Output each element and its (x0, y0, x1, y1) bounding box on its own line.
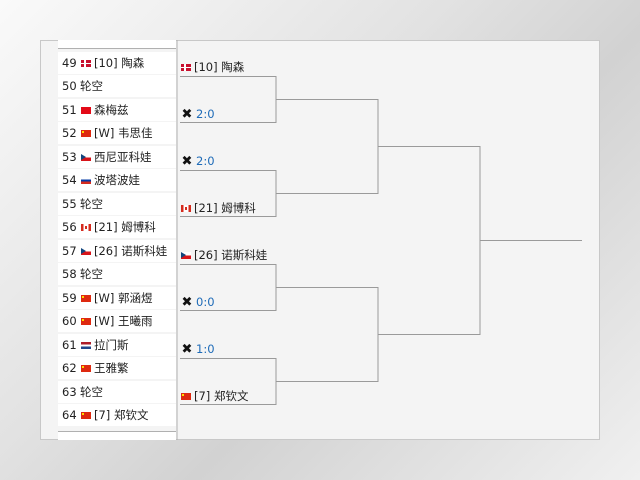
match-score: 2:0 (196, 154, 215, 168)
draw-entry[interactable]: 56 [21] 姆博科 (58, 216, 176, 238)
round2-slot[interactable]: [10] 陶森 (180, 58, 244, 76)
draw-entry[interactable]: 61 拉门斯 (58, 334, 176, 356)
draw-entry[interactable]: 50 轮空 (58, 75, 176, 97)
player-name: 拉门斯 (94, 338, 129, 352)
draw-number: 54 (62, 173, 77, 187)
draw-entry[interactable]: 54 波塔波娃 (58, 169, 176, 191)
player-name: 轮空 (80, 197, 103, 211)
draw-number: 57 (62, 244, 77, 258)
draw-entry[interactable]: 58 轮空 (58, 263, 176, 285)
denmark-flag-icon (81, 59, 91, 67)
draw-number: 52 (62, 126, 77, 140)
draw-entry[interactable]: 55 轮空 (58, 193, 176, 215)
player-name: [10] 陶森 (94, 56, 145, 70)
player-name: [26] 诺斯科娃 (94, 244, 168, 258)
draw-entry[interactable]: 57 [26] 诺斯科娃 (58, 240, 176, 262)
player-name: 轮空 (80, 79, 103, 93)
match-score: 1:0 (196, 342, 215, 356)
match-score: 0:0 (196, 295, 215, 309)
player-name: [26] 诺斯科娃 (194, 248, 268, 262)
bracket-lines (58, 40, 582, 440)
turkey-flag-icon (81, 106, 91, 114)
canada-flag-icon (81, 223, 91, 231)
draw-number: 64 (62, 408, 77, 422)
player-name: 王雅繁 (94, 361, 129, 375)
draw-entry[interactable]: 63 轮空 (58, 381, 176, 403)
player-name: 西尼亚科娃 (94, 150, 152, 164)
round2-slot[interactable]: ✖ 0:0 (180, 293, 215, 311)
player-name: 波塔波娃 (94, 173, 140, 187)
draw-entry[interactable]: 52 [W] 韦思佳 (58, 122, 176, 144)
x-icon: ✖ (181, 153, 193, 169)
czech-flag-icon (81, 153, 91, 161)
draw-number: 53 (62, 150, 77, 164)
czech-flag-icon (81, 247, 91, 255)
china-flag-icon (81, 317, 91, 325)
player-name: [10] 陶森 (194, 60, 245, 74)
round2-slot[interactable]: ✖ 1:0 (180, 340, 215, 358)
round2-slot[interactable]: [21] 姆博科 (180, 199, 256, 217)
draw-number: 50 (62, 79, 77, 93)
player-name: 轮空 (80, 267, 103, 281)
player-name: [W] 王曦雨 (94, 314, 153, 328)
czech-flag-icon (181, 251, 191, 259)
player-name: [7] 郑钦文 (94, 408, 149, 422)
player-name: [21] 姆博科 (194, 201, 256, 215)
draw-entry[interactable]: 64 [7] 郑钦文 (58, 404, 176, 426)
canada-flag-icon (181, 204, 191, 212)
draw-entry[interactable]: 62 王雅繁 (58, 357, 176, 379)
round2-slot[interactable]: ✖ 2:0 (180, 152, 215, 170)
draw-entry[interactable]: 59 [W] 郭涵煜 (58, 287, 176, 309)
draw-number: 60 (62, 314, 77, 328)
match-score: 2:0 (196, 107, 215, 121)
round2-slot[interactable]: ✖ 2:0 (180, 105, 215, 123)
draw-number: 62 (62, 361, 77, 375)
player-name: [21] 姆博科 (94, 220, 156, 234)
netherlands-flag-icon (81, 341, 91, 349)
draw-entry[interactable]: 60 [W] 王曦雨 (58, 310, 176, 332)
draw-number: 59 (62, 291, 77, 305)
player-name: [W] 郭涵煜 (94, 291, 153, 305)
draw-entry[interactable]: 53 西尼亚科娃 (58, 146, 176, 168)
player-name: [7] 郑钦文 (194, 389, 249, 403)
round2-slot[interactable]: [26] 诺斯科娃 (180, 246, 267, 264)
round2-slot[interactable]: [7] 郑钦文 (180, 387, 248, 405)
player-name: [W] 韦思佳 (94, 126, 153, 140)
draw-number: 61 (62, 338, 77, 352)
draw-number: 56 (62, 220, 77, 234)
draw-number: 58 (62, 267, 77, 281)
draw-number: 51 (62, 103, 77, 117)
player-name: 森梅兹 (94, 103, 129, 117)
china-flag-icon (81, 294, 91, 302)
china-flag-icon (81, 364, 91, 372)
x-icon: ✖ (181, 106, 193, 122)
china-flag-icon (81, 411, 91, 419)
player-name: 轮空 (80, 385, 103, 399)
x-icon: ✖ (181, 341, 193, 357)
russia-flag-icon (81, 176, 91, 184)
draw-number: 63 (62, 385, 77, 399)
draw-number: 55 (62, 197, 77, 211)
draw-entry[interactable]: 51 森梅兹 (58, 99, 176, 121)
china-flag-icon (81, 129, 91, 137)
denmark-flag-icon (181, 63, 191, 71)
china-flag-icon (181, 392, 191, 400)
draw-entry[interactable]: 49 [10] 陶森 (58, 52, 176, 74)
bracket-view: 49 [10] 陶森 50 轮空 51 森梅兹 52 [W] 韦思佳 53 西尼… (40, 40, 600, 440)
draw-number: 49 (62, 56, 77, 70)
x-icon: ✖ (181, 294, 193, 310)
